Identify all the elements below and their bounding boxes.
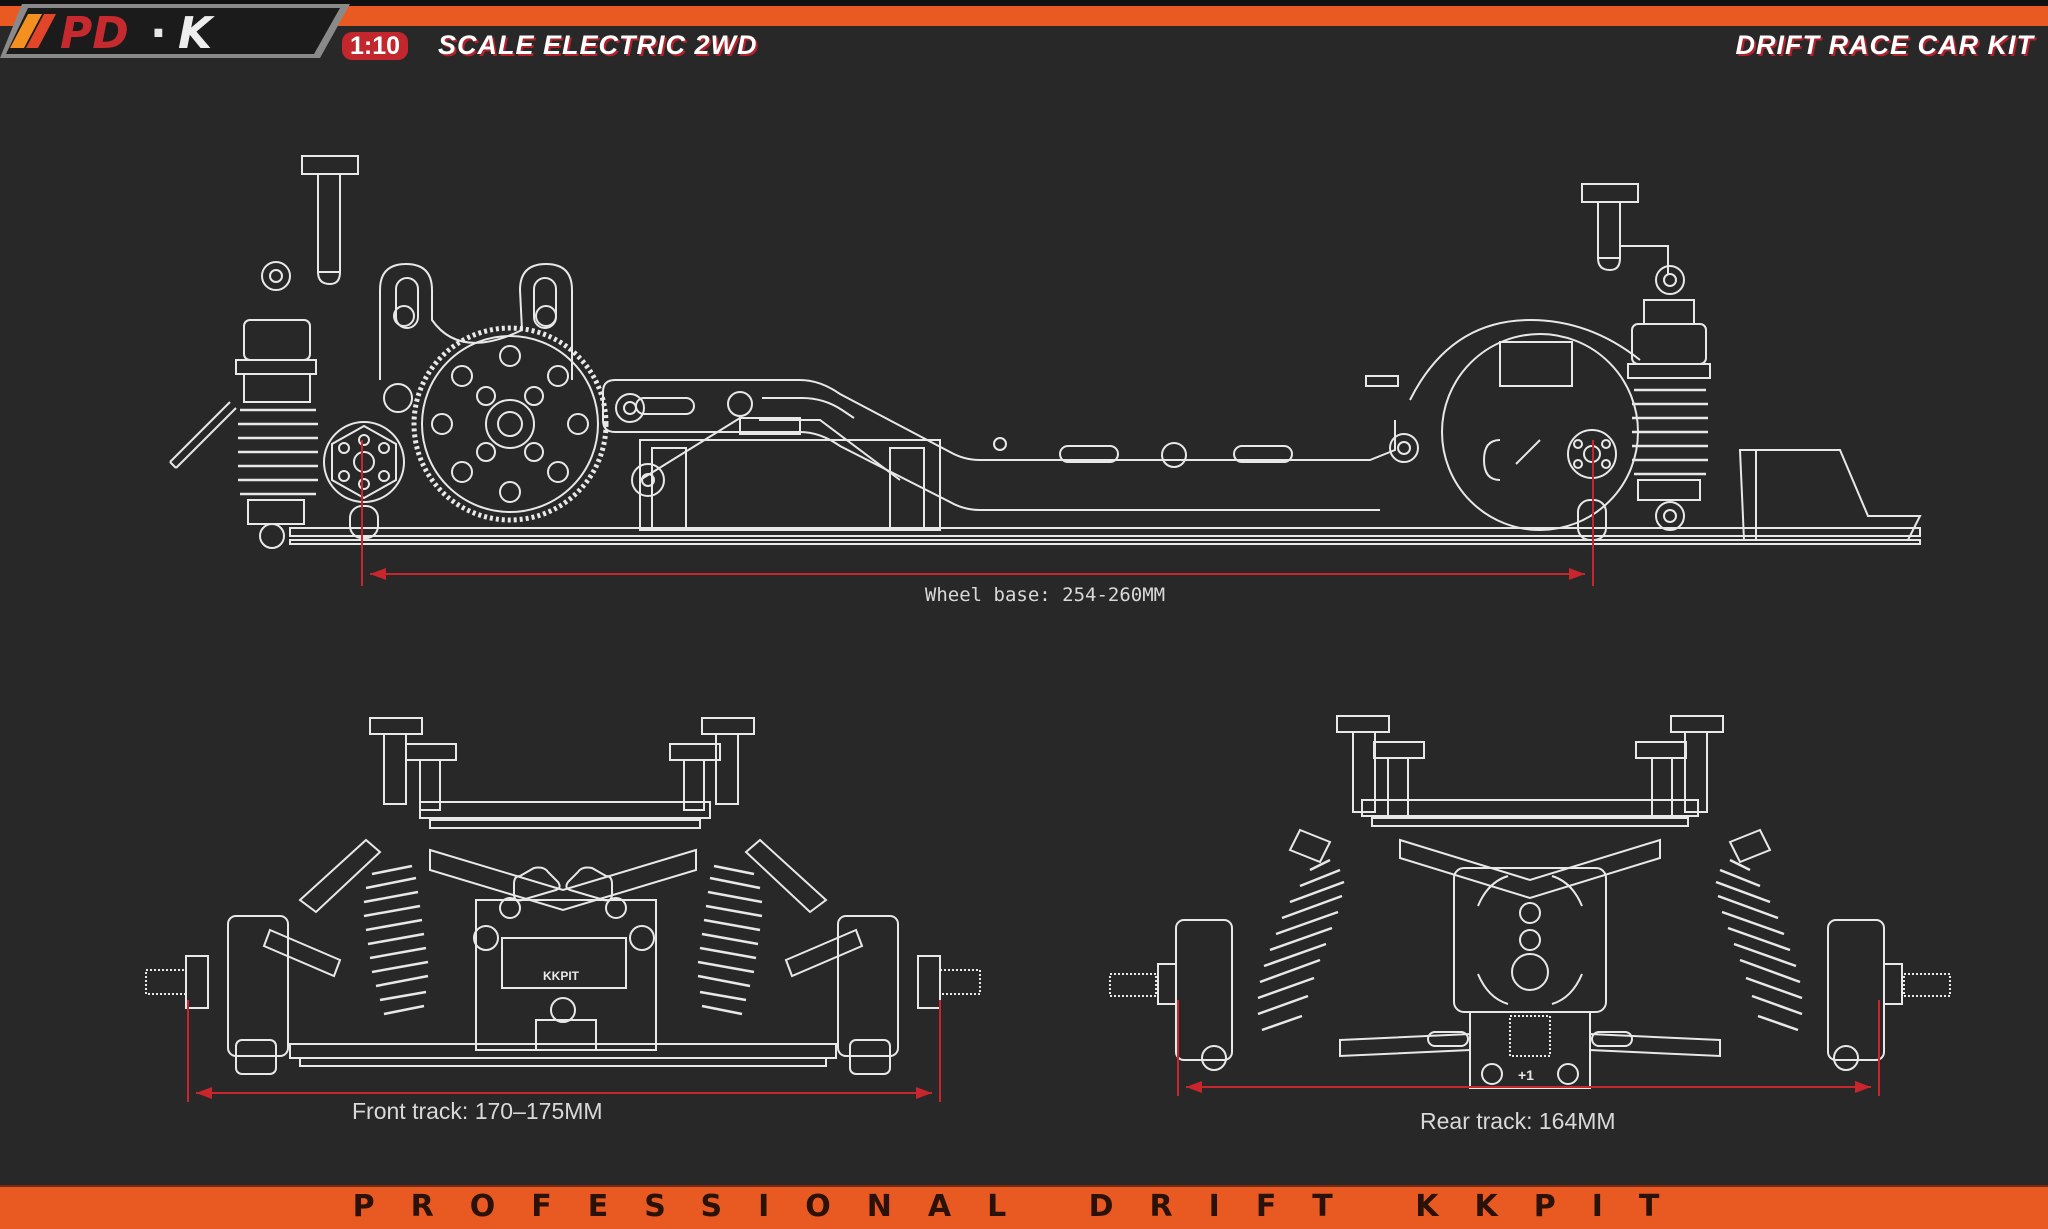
wheel-base-label: Wheel base: 254-260MM [924, 584, 1166, 606]
header-accent-bar [0, 6, 2048, 26]
spur-gear [383, 325, 609, 523]
rear-bumper [1738, 449, 1922, 541]
brand-logo: PD · K [0, 4, 350, 59]
front-track-arrow-left [196, 1087, 212, 1099]
logo-pd-text: PD [60, 8, 129, 59]
rear-plate-marking: +1 [1518, 1067, 1534, 1083]
product-subtitle: SCALE ELECTRIC 2WD [438, 30, 758, 60]
footer-tagline: PROFESSIONAL DRIFT KKPIT [352, 1189, 1696, 1224]
wheel-base-dimension [361, 440, 1594, 586]
scale-badge: 1:10 [342, 32, 409, 60]
kit-title: DRIFT RACE CAR KIT [1735, 30, 2034, 60]
front-body-post [301, 155, 359, 286]
front-view: KKPIT [145, 717, 981, 1075]
side-view [169, 155, 1922, 549]
top-deck [602, 379, 1396, 511]
footer-bar [0, 1185, 2048, 1229]
front-track-label: Front track: 170–175MM [352, 1098, 603, 1124]
rear-track-dimension [1177, 1000, 1880, 1096]
front-track-dimension [187, 1000, 941, 1102]
logo-stripe-orange [10, 14, 42, 48]
front-shock [169, 261, 318, 549]
rear-body-post [1365, 183, 1685, 387]
front-hub [323, 421, 405, 539]
wheel-base-arrow-left [370, 568, 386, 580]
chassis-plate [289, 527, 1921, 545]
rear-track-arrow-left [1186, 1081, 1202, 1093]
motor-mount [379, 262, 573, 380]
rear-track-label: Rear track: 164MM [1420, 1108, 1616, 1134]
rear-gearbox [1389, 318, 1641, 531]
front-track-arrow-right [916, 1087, 932, 1099]
logo-stripe-red [26, 14, 56, 48]
logo-k-text: K [178, 8, 215, 59]
servo-mount [631, 417, 941, 531]
rear-shock [1627, 299, 1711, 531]
wheel-base-arrow-right [1569, 568, 1585, 580]
rear-track-arrow-right [1855, 1081, 1871, 1093]
svg-text:·: · [150, 8, 167, 59]
rear-view: +1 [1109, 715, 1951, 1089]
chassis-logo-mark: KKPIT [543, 969, 580, 983]
top-edge-strip [0, 0, 2048, 6]
